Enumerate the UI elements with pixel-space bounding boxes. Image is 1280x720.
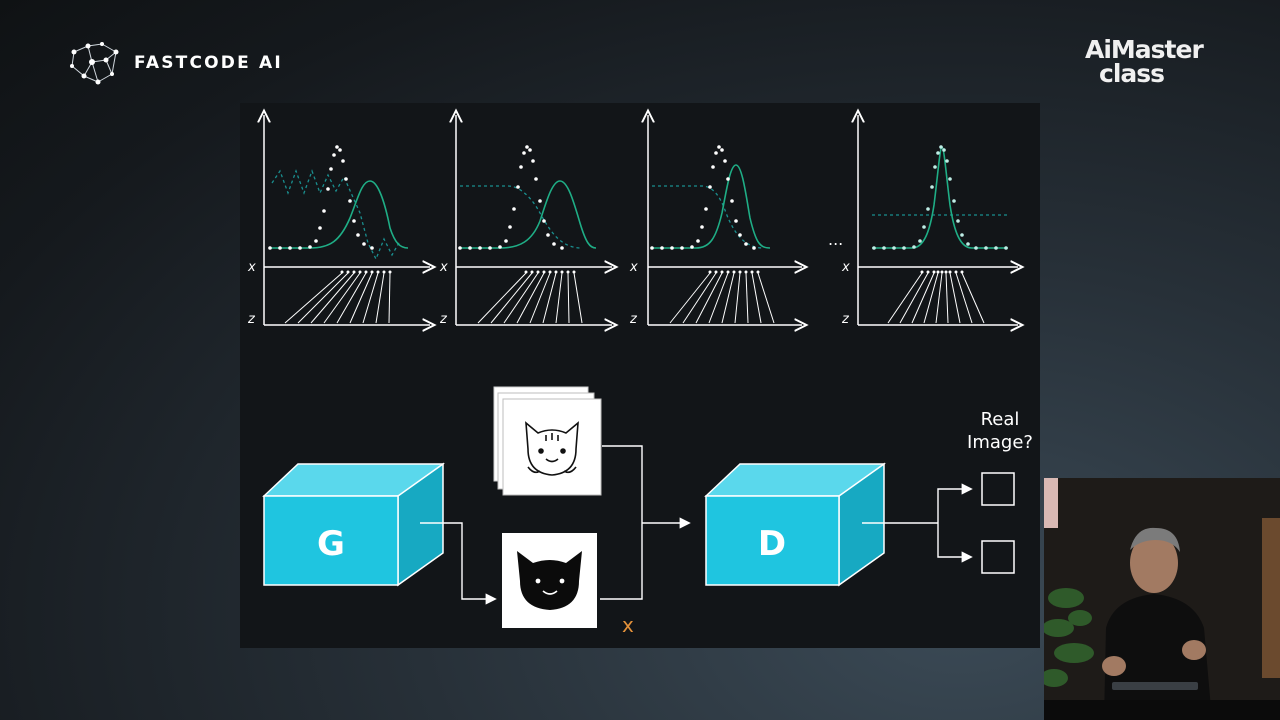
partner-logo-line1: AiMaster [1085, 35, 1204, 64]
merge-line [600, 445, 643, 600]
distribution-panel-3: x z [629, 115, 802, 327]
generated-image [502, 533, 597, 628]
brand-name: FASTCODE AI [134, 53, 283, 73]
distribution-panel-2: x z [439, 115, 612, 327]
distribution-panel-1: x z [247, 115, 430, 327]
x-axis-label-4: x [841, 260, 850, 275]
checkbox-fake [981, 540, 1015, 574]
z-axis-label-4: z [841, 312, 850, 327]
gan-diagram: x z [247, 103, 1033, 637]
input-x-label: x [622, 613, 634, 637]
z-axis-label-3: z [629, 312, 638, 327]
cat-outline-icon [525, 421, 579, 476]
arrow-to-yes [937, 483, 973, 523]
partner-logo-line2: class [1099, 59, 1165, 88]
question-line2: Image? [967, 432, 1033, 453]
distribution-panel-4: x z [841, 115, 1018, 327]
discriminator-label: D [758, 524, 786, 564]
arrow-g-to-fake [420, 522, 497, 605]
fastcode-brand: FASTCODE AI [68, 38, 283, 88]
discriminator-box: D [704, 462, 886, 587]
z-axis-label-1: z [247, 312, 256, 327]
cat-filled-icon [517, 551, 582, 610]
arrow-to-no [937, 523, 973, 563]
x-axis-label-1: x [247, 260, 256, 275]
gan-slide: x z [240, 103, 1040, 648]
presenter-video [1044, 478, 1280, 720]
checkbox-real [981, 472, 1015, 506]
generator-label: G [317, 524, 345, 564]
ellipsis: ... [828, 230, 843, 249]
network-logo-icon [70, 42, 119, 85]
x-axis-label-2: x [439, 260, 448, 275]
generator-box: G [262, 462, 445, 587]
real-image-stack [493, 386, 602, 496]
aimasterclass-logo: AiMaster class [1085, 35, 1215, 98]
x-axis-label-3: x [629, 260, 638, 275]
presenter-icon [1044, 478, 1280, 720]
z-axis-label-2: z [439, 312, 448, 327]
question-line1: Real [981, 409, 1020, 430]
